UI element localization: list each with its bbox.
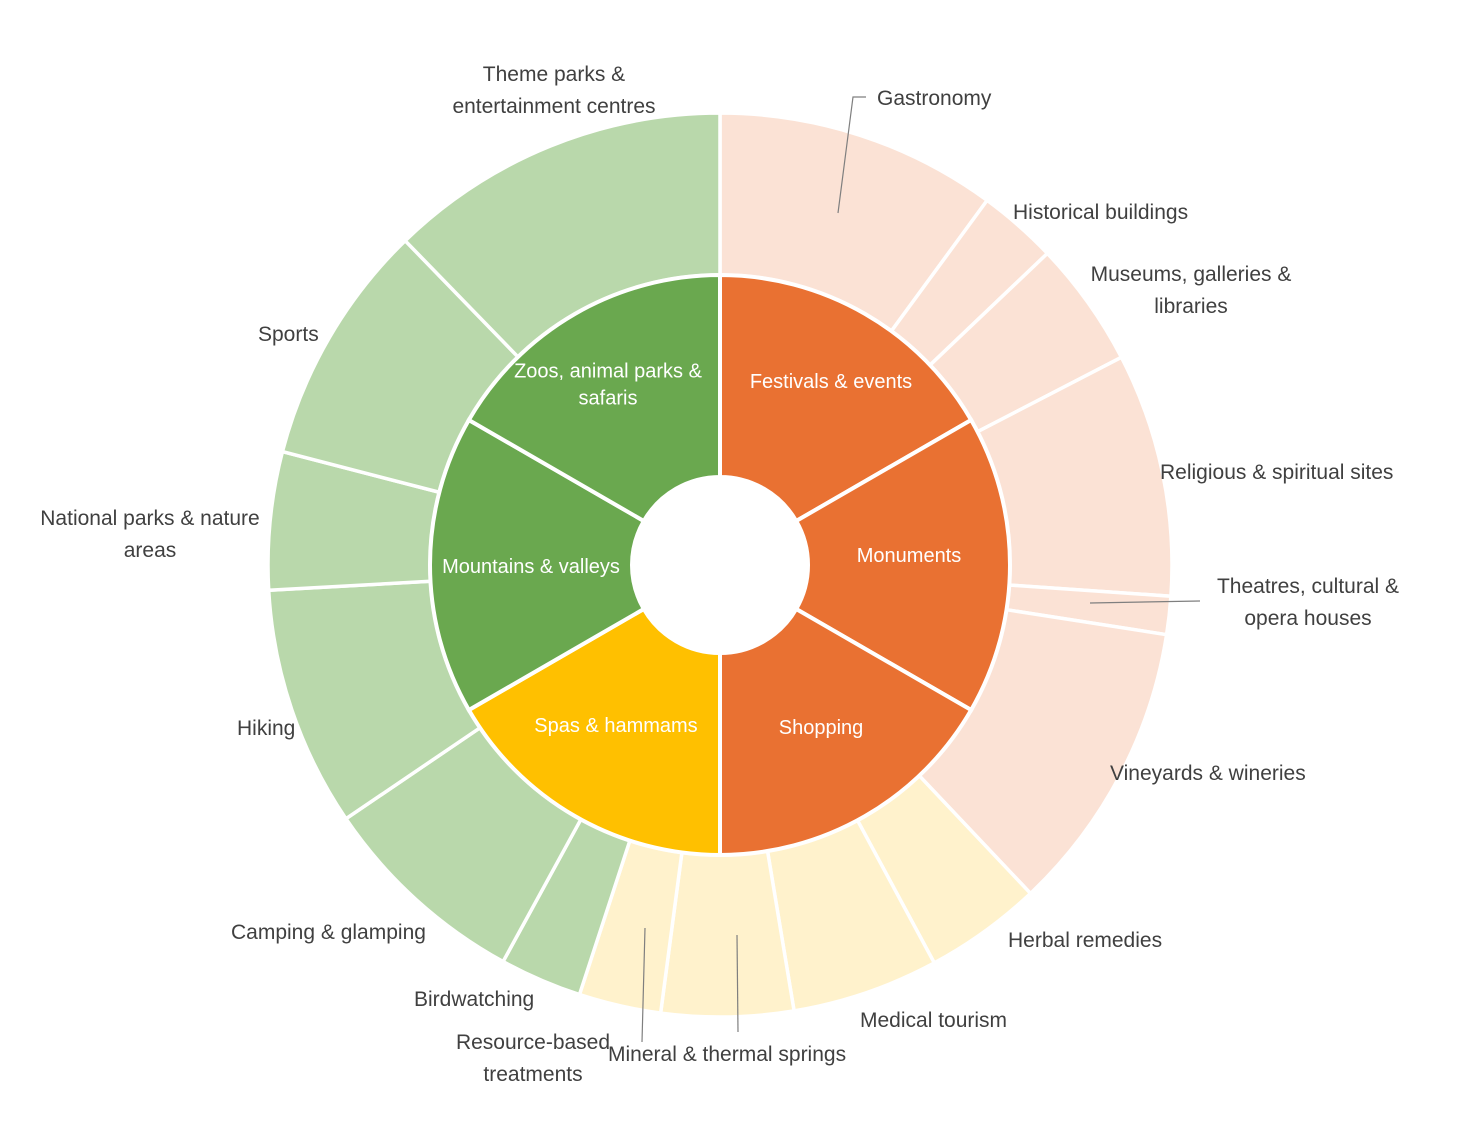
inner-segment-shopping [718,606,974,858]
outer-ring [266,111,1174,1019]
outer-label-herbal-remedies: Herbal remedies [1008,929,1162,952]
inner-segment-mountains-valleys [428,417,647,713]
outer-label-birdwatching: Birdwatching [414,988,534,1011]
outer-label-theatres-cultural-opera-houses: Theatres, cultural &opera houses [1217,575,1399,630]
inner-label-festivals-events: Festivals & events [750,371,912,393]
outer-label-religious-spiritual-sites: Religious & spiritual sites [1160,461,1393,484]
outer-label-gastronomy: Gastronomy [877,87,992,110]
inner-label-zoos-animal-parks-safaris: Zoos, animal parks &safaris [514,361,703,410]
outer-label-camping-glamping: Camping & glamping [231,921,426,944]
inner-label-spas-hammams: Spas & hammams [534,715,697,737]
outer-label-museums-galleries-libraries: Museums, galleries &libraries [1091,263,1292,318]
outer-label-medical-tourism: Medical tourism [860,1009,1007,1032]
inner-segment-zoos-animal-parks-safaris [466,272,722,524]
inner-segment-monuments [793,417,1012,713]
inner-label-shopping: Shopping [779,717,864,739]
inner-label-mountains-valleys: Mountains & valleys [442,556,620,578]
inner-segment-spas-hammams [466,606,722,858]
leader-lines [641,96,1201,1043]
leader-line-resource-based [641,927,646,1043]
outer-label-mineral-thermal-springs: Mineral & thermal springs [608,1043,846,1066]
inner-segment-festivals-events [718,272,974,524]
inner-ring [428,272,1012,858]
outer-label-vineyards-wineries: Vineyards & wineries [1110,762,1306,785]
inner-label-monuments: Monuments [857,545,962,567]
leader-line-theatres [1089,600,1201,604]
leader-line-gastronomy [837,96,866,214]
leader-line-mineral-springs [736,934,739,1033]
outer-label-theme-parks-entertainment-centres: Theme parks &entertainment centres [452,63,655,118]
outer-label-historical-buildings: Historical buildings [1013,201,1188,224]
outer-label-hiking: Hiking [237,717,295,740]
outer-label-sports: Sports [258,323,319,346]
